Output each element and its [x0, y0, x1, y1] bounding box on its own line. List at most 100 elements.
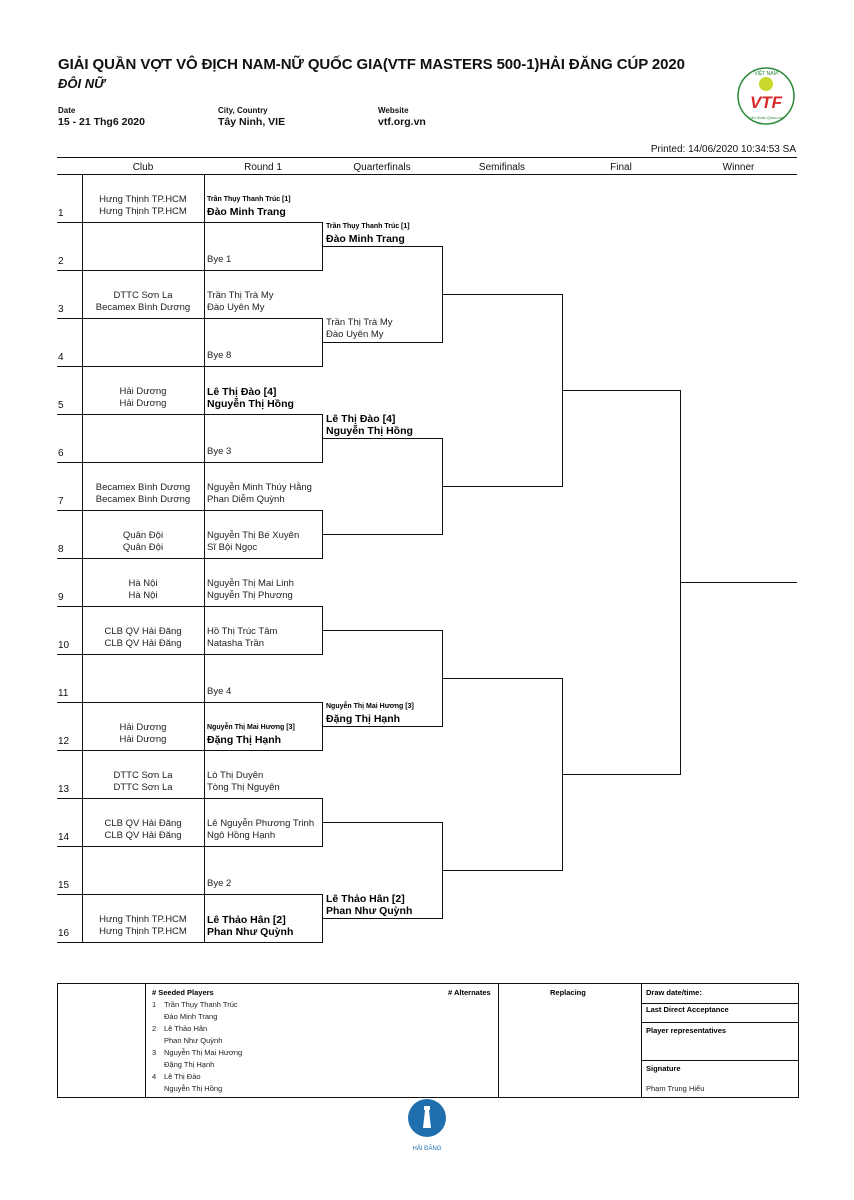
col-winner: Winner: [722, 162, 755, 173]
round1-player: Bye 3: [207, 446, 232, 457]
draw-position: 14: [58, 832, 70, 843]
city-label: City, Country: [218, 106, 268, 115]
row-baseline: [57, 942, 322, 943]
seed-number: 1: [152, 1000, 157, 1009]
row-baseline: [57, 654, 322, 655]
final-baseline: [562, 390, 680, 391]
club-name: Hưng Thịnh TP.HCM: [99, 206, 187, 217]
row-baseline: [57, 222, 322, 223]
seed-player: Lê Thảo Hân: [164, 1024, 208, 1033]
round1-player: Phan Như Quỳnh: [207, 926, 294, 938]
draw-position: 3: [58, 304, 64, 315]
draw-date-label: Draw date/time:: [646, 988, 702, 997]
vtf-logo: VTF VIỆT NAM Liên đoàn Quần vợt: [737, 67, 795, 125]
page-title: GIẢI QUẦN VỢT VÔ ĐỊCH NAM-NỮ QUỐC GIA(VT…: [58, 56, 685, 73]
row-baseline: [57, 894, 322, 895]
draw-position: 7: [58, 496, 64, 507]
header-top-rule: [57, 157, 797, 158]
row-baseline: [57, 702, 322, 703]
draw-position: 5: [58, 400, 64, 411]
seed-number: 2: [152, 1024, 157, 1033]
round1-player: Lê Nguyễn Phương Trinh: [207, 818, 315, 829]
qf-baseline: [322, 726, 442, 727]
player-representatives-label: Player representatives: [646, 1026, 727, 1035]
footer-info-box: # Seeded Players 1 Trần Thụy Thanh Trúc …: [57, 983, 799, 1098]
haidang-caption: HẢI ĐĂNG: [412, 1145, 441, 1152]
round1-player: Tòng Thị Nguyên: [207, 782, 280, 793]
row-baseline: [57, 414, 322, 415]
qf-baseline: [322, 822, 442, 823]
seed-number: 3: [152, 1048, 157, 1057]
seed-player: Đặng Thị Hạnh: [164, 1060, 215, 1069]
round1-player: Sĩ Bội Ngọc: [207, 542, 258, 553]
club-name: Hải Dương: [119, 386, 167, 397]
seed-player: Đào Minh Trang: [164, 1012, 218, 1021]
club-name: Quân Đội: [122, 542, 164, 553]
round1-player: Ngô Hồng Hạnh: [207, 830, 276, 841]
col-quarterfinals: Quarterfinals: [353, 162, 411, 173]
round1-player: Nguyễn Thị Bé Xuyên: [207, 530, 300, 541]
draw-position: 6: [58, 448, 64, 459]
club-name: CLB QV Hải Đăng: [104, 818, 182, 829]
round1-player: Đào Uyên My: [207, 302, 265, 313]
page-subtitle: ĐÔI NỮ: [58, 76, 105, 91]
round1-player: Hồ Thị Trúc Tâm: [207, 626, 278, 637]
draw-position: 8: [58, 544, 64, 555]
club-name: CLB QV Hải Đăng: [104, 638, 182, 649]
logo-bottom-text: Liên đoàn Quần vợt: [748, 115, 784, 120]
club-name: Hải Dương: [119, 722, 167, 733]
col-club: Club: [132, 162, 154, 173]
qf-baseline: [322, 246, 442, 247]
round1-player: Natasha Trần: [207, 638, 265, 649]
col-round1: Round 1: [244, 162, 282, 173]
qf-player: Đào Uyên My: [326, 329, 384, 340]
seeded-players-label: # Seeded Players: [152, 988, 214, 997]
row-baseline: [57, 558, 322, 559]
qf-player: Trần Thị Trà My: [326, 317, 393, 328]
qf-baseline: [322, 534, 442, 535]
col-final: Final: [610, 162, 632, 173]
seed-number: 4: [152, 1072, 157, 1081]
row-baseline: [57, 846, 322, 847]
club-name: Becamex Bình Dương: [95, 482, 191, 493]
round1-player: Lò Thị Duyên: [207, 770, 264, 781]
qf-player: Lê Thị Đào [4]: [326, 413, 396, 425]
club-name: Hải Dương: [119, 398, 167, 409]
footer-blank-cell: [58, 984, 146, 1097]
draw-position: 16: [58, 928, 70, 939]
seed-player: Lê Thị Đào: [164, 1072, 201, 1081]
header-bottom-rule: [57, 174, 797, 175]
qf-player: Lê Thảo Hân [2]: [326, 893, 405, 905]
club-name: DTTC Sơn La: [113, 770, 173, 781]
round1-player: Nguyễn Thị Mai Linh: [207, 578, 294, 589]
round1-player: Bye 1: [207, 254, 232, 265]
club-name: Hưng Thịnh TP.HCM: [99, 914, 187, 925]
signature-name: Phạm Trung Hiếu: [646, 1084, 705, 1093]
round1-player: Nguyễn Thị Hồng: [207, 398, 294, 410]
club-name: Hưng Thịnh TP.HCM: [99, 194, 187, 205]
round1-player: Bye 4: [207, 686, 232, 697]
draw-position: 2: [58, 256, 64, 267]
sf-baseline: [442, 486, 562, 487]
sf-baseline: [442, 870, 562, 871]
row-baseline: [57, 606, 322, 607]
lighthouse-icon: [423, 1110, 431, 1128]
final-baseline: [562, 774, 680, 775]
draw-position: 10: [58, 640, 70, 651]
round1-player: Bye 8: [207, 350, 232, 361]
qf-player: Trần Thụy Thanh Trúc [1]: [326, 223, 410, 230]
qf-player: Đặng Thị Hạnh: [326, 713, 401, 725]
draw-position: 4: [58, 352, 64, 363]
sf-baseline: [442, 678, 562, 679]
alternates-label: # Alternates: [448, 988, 491, 997]
row-baseline: [57, 798, 322, 799]
printed-timestamp: Printed: 14/06/2020 10:34:53 SA: [650, 144, 796, 155]
website-label: Website: [378, 106, 409, 115]
qf-player: Phan Như Quỳnh: [326, 905, 413, 917]
club-name: Hà Nội: [128, 578, 158, 589]
round1-player: Nguyễn Thị Mai Hương [3]: [207, 724, 295, 731]
draw-position: 13: [58, 784, 70, 795]
round1-player: Đặng Thị Hạnh: [207, 734, 282, 746]
round1-player: Lê Thị Đào [4]: [207, 386, 277, 398]
alternates-cell: [498, 984, 642, 1097]
